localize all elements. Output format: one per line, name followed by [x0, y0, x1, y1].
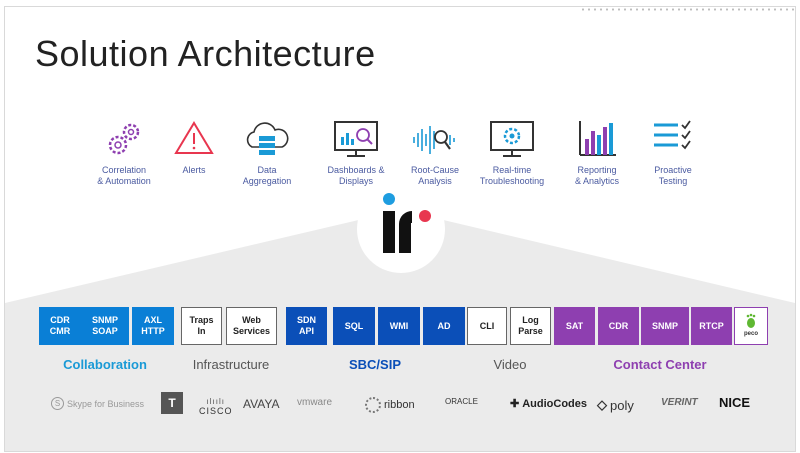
feature-label: Real-time Troubleshooting [479, 165, 545, 186]
box-rtcp: RTCP [691, 307, 732, 345]
feature-dashboards: Dashboards & Displays [310, 117, 402, 187]
feature-proactive-testing: Proactive Testing [627, 117, 719, 187]
poly-icon: ◇ [597, 397, 607, 412]
category-video: Video [493, 357, 527, 372]
dotted-border [580, 7, 795, 12]
vendor-oracle: ORACLE [445, 397, 478, 406]
vendor-vmware: vmware [297, 397, 333, 408]
cisco-icon: ılıılı [206, 397, 225, 406]
box-sql: SQL [333, 307, 375, 345]
bar-chart-icon [579, 121, 616, 156]
integration-boxes: CDR CMR SNMP SOAP AXL HTTP Traps In Web … [5, 307, 795, 347]
vendor-ribbon: ribbon [365, 397, 415, 413]
monitor-chart-icon [334, 121, 378, 157]
feature-label: Data Aggregation [242, 165, 292, 186]
box-sdn-api: SDN API [286, 307, 327, 345]
box-peco: peco [734, 307, 768, 345]
category-contact-center: Contact Center [613, 357, 707, 372]
box-axl-http: AXL HTTP [132, 307, 174, 345]
waveform-search-icon [413, 126, 455, 154]
warning-icon [174, 121, 214, 154]
footprint-icon [746, 313, 756, 328]
box-cli: CLI [467, 307, 507, 345]
vendor-verint: VERINT [661, 397, 698, 408]
box-snmp-soap: SNMP SOAP [81, 307, 129, 345]
feature-label: Proactive Testing [654, 165, 692, 186]
feature-data-aggregation: Data Aggregation [221, 117, 313, 187]
box-ad: AD [423, 307, 465, 345]
feature-root-cause: Root-Cause Analysis [389, 117, 481, 187]
vendor-teams: T [161, 392, 183, 414]
category-sbc-sip: SBC/SIP [348, 357, 401, 372]
feature-troubleshooting: Real-time Troubleshooting [466, 117, 558, 187]
cloud-database-icon [246, 122, 289, 155]
box-traps-in: Traps In [181, 307, 222, 345]
box-log-parse: Log Parse [510, 307, 551, 345]
box-snmp: SNMP [641, 307, 689, 345]
box-cdr-cmr: CDR CMR [39, 307, 81, 345]
category-infrastructure: Infrastructure [192, 357, 270, 372]
vendor-avaya: AVAYA [243, 397, 280, 411]
vendor-nice: NICE [719, 395, 751, 410]
monitor-gear-icon [490, 121, 534, 157]
feature-label: Dashboards & Displays [327, 165, 385, 186]
category-collaboration: Collaboration [63, 357, 147, 372]
vendor-cisco: ılıılı CISCO [199, 397, 233, 416]
audiocodes-icon: ✚ [510, 398, 520, 410]
slide-title: Solution Architecture [35, 33, 376, 74]
slide: Solution Architecture Correlation & Auto… [4, 6, 796, 452]
feature-label: Correlation & Automation [97, 165, 151, 186]
ir-logo-icon [383, 193, 431, 253]
box-web-services: Web Services [226, 307, 277, 345]
box-sat: SAT [554, 307, 595, 345]
feature-correlation: Correlation & Automation [78, 117, 170, 187]
skype-icon: S [51, 397, 64, 410]
box-cdr: CDR [598, 307, 639, 345]
teams-icon: T [161, 392, 183, 414]
box-wmi: WMI [378, 307, 420, 345]
feature-label: Alerts [182, 165, 206, 175]
vendor-skype: S Skype for Business [51, 397, 144, 410]
vendor-audiocodes: ✚ AudioCodes [510, 397, 587, 411]
vendor-poly: ◇ poly [597, 397, 634, 413]
feature-reporting: Reporting & Analytics [551, 117, 643, 187]
gears-icon [108, 123, 140, 155]
feature-alerts: Alerts [148, 117, 240, 176]
checklist-icon [654, 120, 691, 150]
feature-label: Reporting & Analytics [574, 165, 620, 186]
ribbon-icon [365, 397, 381, 413]
feature-label: Root-Cause Analysis [410, 165, 460, 186]
